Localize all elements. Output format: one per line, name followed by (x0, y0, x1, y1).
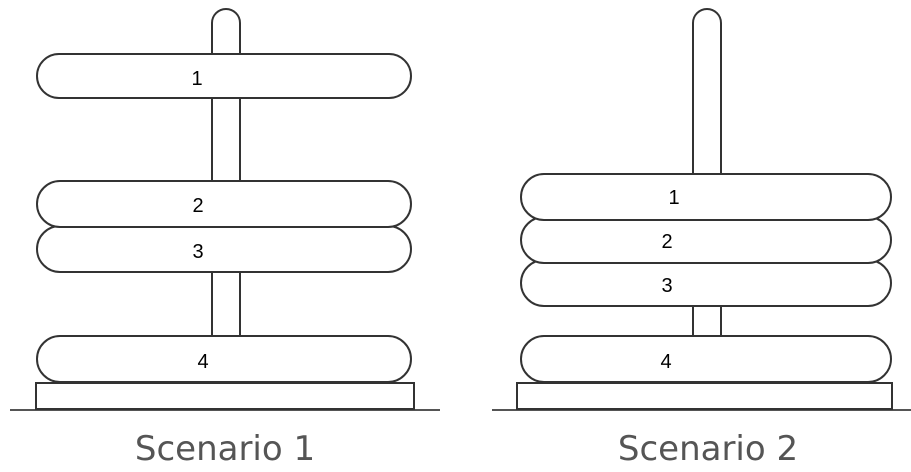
ring-label-4-scenario-2: 4 (660, 351, 671, 373)
ring-label-3-scenario-1: 3 (192, 241, 203, 263)
ring-label-1-scenario-2: 1 (668, 187, 679, 209)
ring-4-scenario-1 (36, 335, 412, 383)
ring-2-scenario-1 (36, 180, 412, 228)
ring-1-scenario-2 (520, 173, 892, 221)
scenario-1: 4 3 2 1 Scenario 1 (35, 8, 415, 469)
ring-1-scenario-1 (36, 53, 412, 99)
ring-label-1-scenario-1: 1 (191, 68, 202, 90)
ring-3-scenario-2 (520, 259, 892, 307)
ring-2-scenario-2 (520, 216, 892, 264)
base-scenario-2 (516, 382, 893, 410)
caption-scenario-1: Scenario 1 (135, 429, 315, 469)
caption-scenario-2: Scenario 2 (618, 429, 798, 469)
ring-3-scenario-1 (36, 225, 412, 273)
ring-label-2-scenario-1: 2 (192, 195, 203, 217)
ring-label-2-scenario-2: 2 (661, 231, 672, 253)
base-scenario-1 (35, 382, 415, 410)
scenario-2: 4 3 2 1 Scenario 2 (516, 8, 893, 469)
ring-4-scenario-2 (520, 335, 892, 383)
ring-label-3-scenario-2: 3 (661, 275, 672, 297)
ring-label-4-scenario-1: 4 (197, 351, 208, 373)
